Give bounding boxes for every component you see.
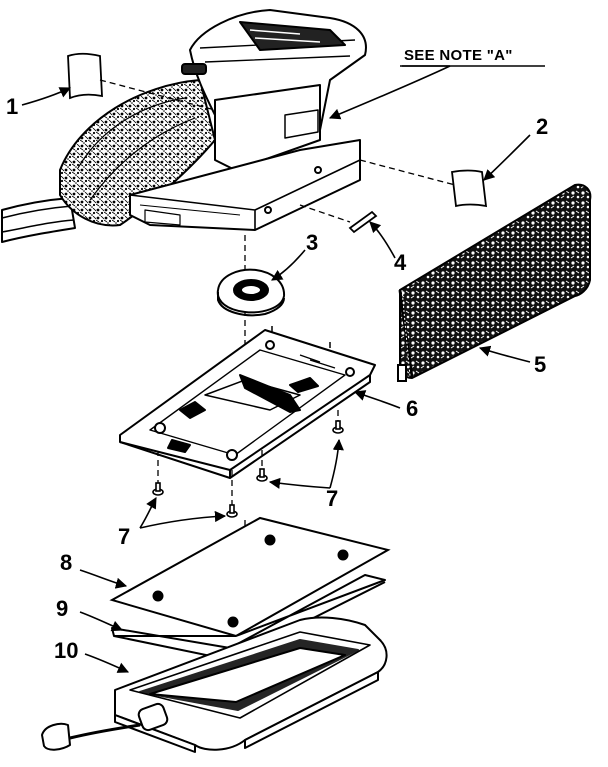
- screw: [256, 468, 268, 482]
- callout-5: 5: [534, 352, 547, 377]
- arrow-7b-2: [139, 510, 227, 529]
- screws: [152, 420, 344, 518]
- arrow-note: [328, 65, 451, 120]
- see-note-label: SEE NOTE "A": [404, 47, 513, 64]
- callout-2: 2: [536, 114, 549, 139]
- sticker-right: [451, 169, 488, 208]
- arrow-4: [369, 221, 396, 259]
- sander-body: [1, 9, 367, 243]
- sticker-left: [67, 52, 103, 100]
- callout-9: 9: [56, 596, 69, 621]
- callout-10: 10: [54, 638, 79, 663]
- dust-bag: [397, 183, 592, 382]
- callout-1: 1: [6, 94, 19, 119]
- arrow-1: [21, 87, 72, 106]
- platen-plate: [119, 326, 376, 479]
- callout-4: 4: [394, 250, 407, 275]
- pad: [109, 516, 391, 638]
- arrow-7a-2: [329, 438, 344, 489]
- pad-clamp-nut: [216, 268, 286, 317]
- callout-6: 6: [406, 396, 419, 421]
- callout-7-left: 7: [118, 524, 131, 549]
- screw: [332, 420, 344, 434]
- callout-7-right: 7: [326, 486, 339, 511]
- arrow-10: [84, 653, 130, 673]
- arrow-6: [353, 390, 401, 409]
- arrow-9: [79, 611, 124, 632]
- arrow-7a-1: [268, 477, 331, 489]
- pin: [348, 210, 378, 234]
- base-tray: [41, 616, 388, 753]
- arrow-5: [478, 345, 531, 363]
- arrow-3: [271, 249, 306, 281]
- arrow-7b-1: [139, 497, 157, 529]
- callout-8: 8: [60, 550, 73, 575]
- screw: [152, 482, 164, 496]
- arrow-2: [483, 134, 531, 181]
- screw: [226, 504, 238, 518]
- callout-3: 3: [306, 230, 319, 255]
- callout-arrows: [21, 65, 531, 673]
- arrow-8: [79, 569, 128, 589]
